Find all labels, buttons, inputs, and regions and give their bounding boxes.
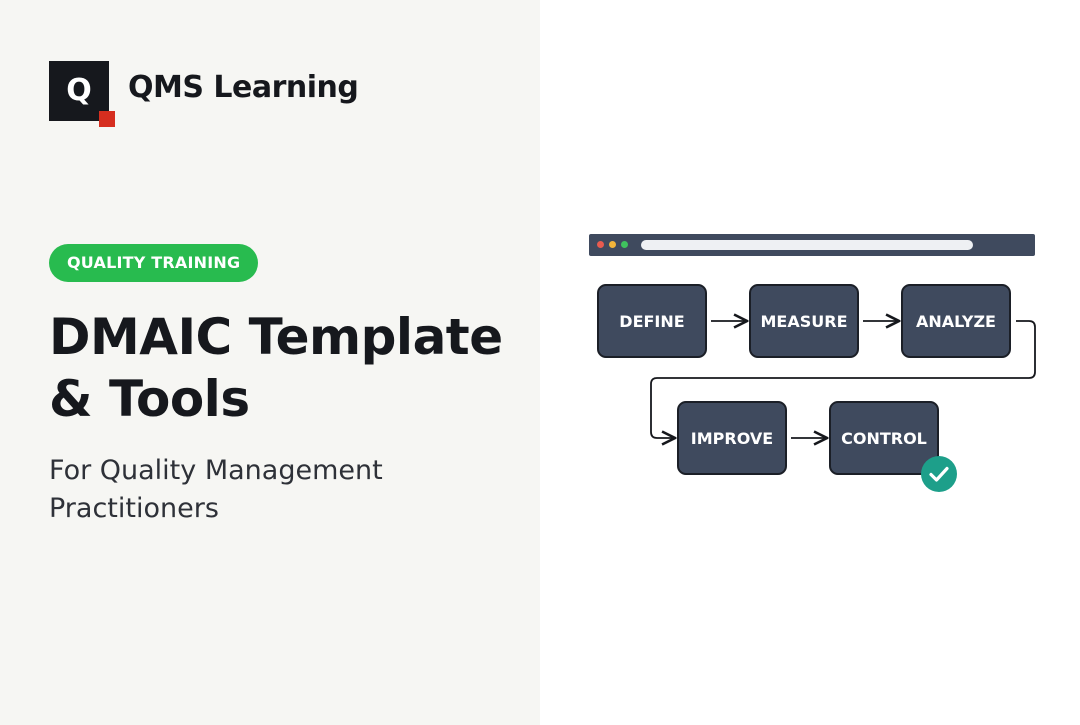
qms-logo-icon: Q [49, 61, 115, 127]
window-maximize-dot [621, 241, 628, 248]
window-close-dot [597, 241, 604, 248]
window-minimize-dot [609, 241, 616, 248]
page-title: DMAIC Template & Tools [49, 306, 529, 430]
subtitle-line-2: Practitioners [49, 493, 219, 524]
right-panel [540, 0, 1080, 725]
url-bar [641, 240, 973, 250]
browser-title-bar [589, 234, 1035, 256]
brand-name: QMS Learning [128, 70, 359, 105]
step-measure: MEASURE [749, 284, 859, 358]
left-panel: Q QMS Learning QUALITY TRAINING DMAIC Te… [0, 0, 540, 725]
subtitle: For Quality Management Practitioners [49, 452, 489, 528]
logo-letter: Q [66, 73, 92, 108]
arrow-analyze-improve [650, 320, 1036, 438]
category-badge: QUALITY TRAINING [49, 244, 259, 282]
checkmark-icon [921, 456, 957, 492]
title-line-1: DMAIC Template [49, 308, 503, 366]
step-define: DEFINE [597, 284, 707, 358]
step-improve: IMPROVE [677, 401, 787, 475]
checkmark-glyph [929, 466, 949, 482]
step-control: CONTROL [829, 401, 939, 475]
logo-accent [99, 111, 115, 127]
step-analyze: ANALYZE [901, 284, 1011, 358]
subtitle-line-1: For Quality Management [49, 455, 383, 486]
title-line-2: & Tools [49, 370, 250, 428]
